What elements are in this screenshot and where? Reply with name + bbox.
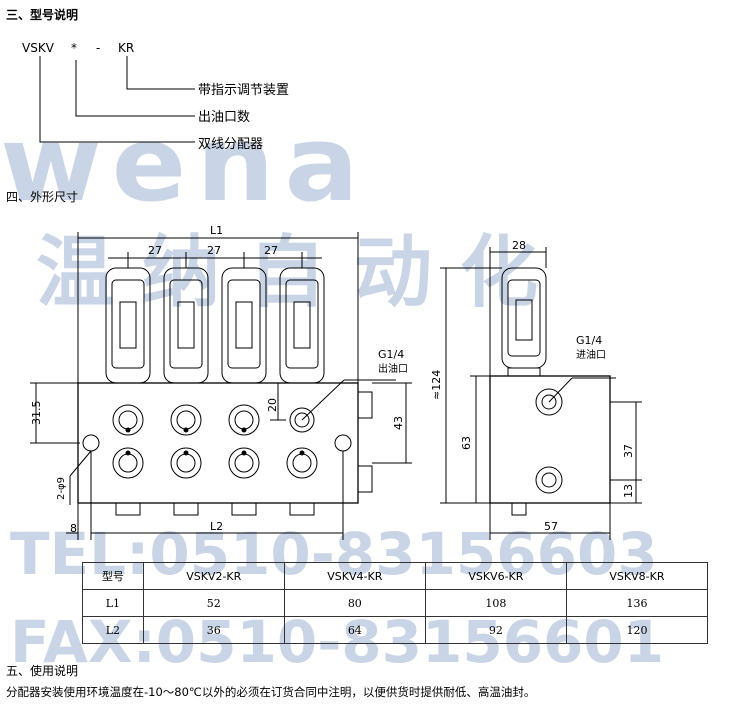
table-header: VSKV2-KR [142, 562, 285, 590]
table-header: VSKV8-KR [565, 562, 709, 590]
model-dash: - [96, 41, 100, 55]
dim-13: 13 [622, 484, 635, 498]
indicator-towers [105, 267, 325, 384]
dim-28: 28 [512, 239, 526, 252]
dim-57: 57 [544, 520, 558, 533]
dim-8: 8 [70, 522, 77, 535]
table-header: VSKV4-KR [283, 562, 426, 590]
dim-63: 63 [460, 436, 473, 450]
table-cell: 36 [142, 616, 285, 644]
dimension-table: 型号 VSKV2-KR VSKV4-KR VSKV6-KR VSKV8-KR L… [82, 562, 709, 644]
dim-43: 43 [392, 416, 405, 430]
table-cell: 92 [424, 616, 567, 644]
outlet-label: 出油口 [378, 362, 408, 375]
dim-20: 20 [266, 398, 279, 412]
table-header: 型号 [82, 562, 144, 590]
outlet-thread: G1/4 [378, 348, 404, 361]
legend-dual-line: 双线分配器 [198, 137, 263, 152]
dim-27-1: 27 [148, 244, 162, 257]
table-header: VSKV6-KR [424, 562, 567, 590]
dim-l2: L2 [210, 520, 223, 533]
dim-27-3: 27 [264, 244, 278, 257]
model-code: VSKV [22, 41, 55, 55]
table-cell: L2 [82, 616, 144, 644]
side-view [440, 247, 642, 540]
section-4-title: 四、外形尺寸 [6, 190, 79, 204]
table-row: L1 52 80 108 136 [82, 589, 709, 617]
table-cell: 136 [565, 589, 709, 617]
table-cell: 108 [424, 589, 567, 617]
usage-note: 分配器安装使用环境温度在-10～80℃以外的必须在订货合同中注明，以便供货时提供… [6, 685, 536, 699]
table-cell: L1 [82, 589, 144, 617]
table-cell: 64 [283, 616, 426, 644]
legend-indicator: 带指示调节装置 [198, 83, 289, 98]
dim-l1: L1 [210, 224, 223, 237]
dim-27-2: 27 [207, 244, 221, 257]
inlet-thread: G1/4 [576, 334, 602, 347]
model-star: * [71, 41, 77, 55]
table-cell: 80 [283, 589, 426, 617]
table-header-row: 型号 VSKV2-KR VSKV4-KR VSKV6-KR VSKV8-KR [82, 562, 709, 590]
dim-37: 37 [622, 444, 635, 458]
model-code-leaders [39, 56, 195, 143]
table-cell: 120 [565, 616, 709, 644]
dim-124: ≈124 [430, 370, 443, 400]
section-3-title: 三、型号说明 [6, 8, 79, 22]
legend-outlets: 出油口数 [198, 110, 250, 125]
model-suffix: KR [118, 41, 134, 55]
dim-2-phi9: 2-φ9 [56, 477, 67, 500]
table-row: L2 36 64 92 120 [82, 616, 709, 644]
table-cell: 52 [142, 589, 285, 617]
front-view [30, 232, 412, 540]
section-5-title: 五、使用说明 [6, 664, 79, 678]
dim-31-5: 31.5 [30, 401, 43, 426]
inlet-label: 进油口 [576, 348, 606, 361]
